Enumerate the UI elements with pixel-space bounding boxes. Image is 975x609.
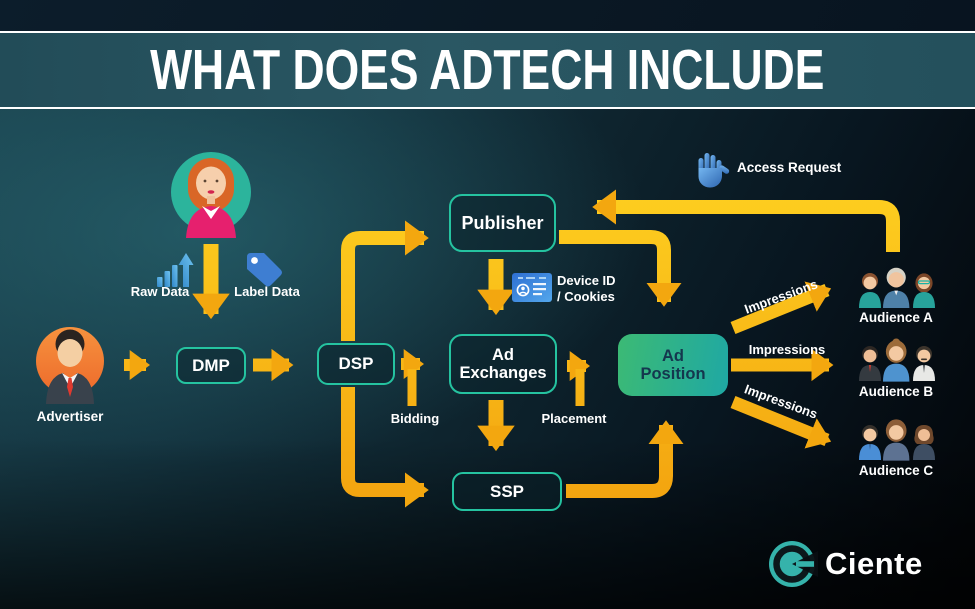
arrow-impressions-audience-c xyxy=(730,395,832,449)
label-data-tag-icon xyxy=(247,253,282,287)
device-id-line2: / Cookies xyxy=(557,289,615,304)
device-id-cookies-label: Device ID / Cookies xyxy=(557,273,616,305)
audience-a-icon xyxy=(859,267,935,308)
node-ssp-label: SSP xyxy=(489,481,525,501)
audience-b-icon xyxy=(859,338,935,382)
access-request-hand-icon xyxy=(698,153,730,188)
raw-data-icon xyxy=(157,253,194,287)
node-ad-position-label: Ad Position xyxy=(640,346,706,383)
audience-b-label: Audience B xyxy=(858,384,934,399)
placement-label: Placement xyxy=(541,411,607,426)
node-ssp: SSP xyxy=(452,472,562,511)
node-dmp-label: DMP xyxy=(192,355,230,375)
audience-c-label: Audience C xyxy=(858,463,934,478)
data-analyst-avatar xyxy=(171,152,251,238)
node-ad-exchanges-label: Ad Exchanges xyxy=(459,345,547,382)
node-publisher: Publisher xyxy=(449,194,556,252)
audience-c-icon xyxy=(859,419,935,461)
arrow-dsp-to-publisher xyxy=(341,220,429,341)
arrow-impressions-audience-a xyxy=(730,281,832,335)
label-data-label: Label Data xyxy=(234,284,300,299)
node-dmp: DMP xyxy=(176,347,246,384)
ciente-logo-icon xyxy=(769,541,818,587)
page-title: WHAT DOES ADTECH INCLUDE xyxy=(150,38,825,102)
impressions-label-b: Impressions xyxy=(748,342,826,357)
advertiser-label: Advertiser xyxy=(36,409,104,424)
node-ad-position: Ad Position xyxy=(618,334,728,396)
brand-lockup: Ciente xyxy=(766,538,923,590)
arrow-audience-to-publisher-access-request xyxy=(592,189,900,252)
raw-data-label: Raw Data xyxy=(130,284,190,299)
advertiser-avatar xyxy=(36,327,104,404)
node-publisher-label: Publisher xyxy=(461,212,544,233)
node-dsp: DSP xyxy=(317,343,395,385)
arrow-ssp-to-ad-position xyxy=(566,420,684,498)
node-dsp-label: DSP xyxy=(338,354,374,374)
arrow-dsp-to-ssp xyxy=(341,387,429,508)
audience-a-label: Audience A xyxy=(859,310,933,325)
bidding-label: Bidding xyxy=(390,411,440,426)
node-ad-exchanges: Ad Exchanges xyxy=(449,334,557,394)
device-id-line1: Device ID xyxy=(557,273,616,288)
brand-name: Ciente xyxy=(825,546,923,581)
device-id-card-icon xyxy=(512,273,552,302)
access-request-label: Access Request xyxy=(737,160,842,175)
top-strip xyxy=(0,0,975,31)
arrow-publisher-to-ad-position xyxy=(559,230,682,307)
title-band: WHAT DOES ADTECH INCLUDE xyxy=(0,31,975,109)
